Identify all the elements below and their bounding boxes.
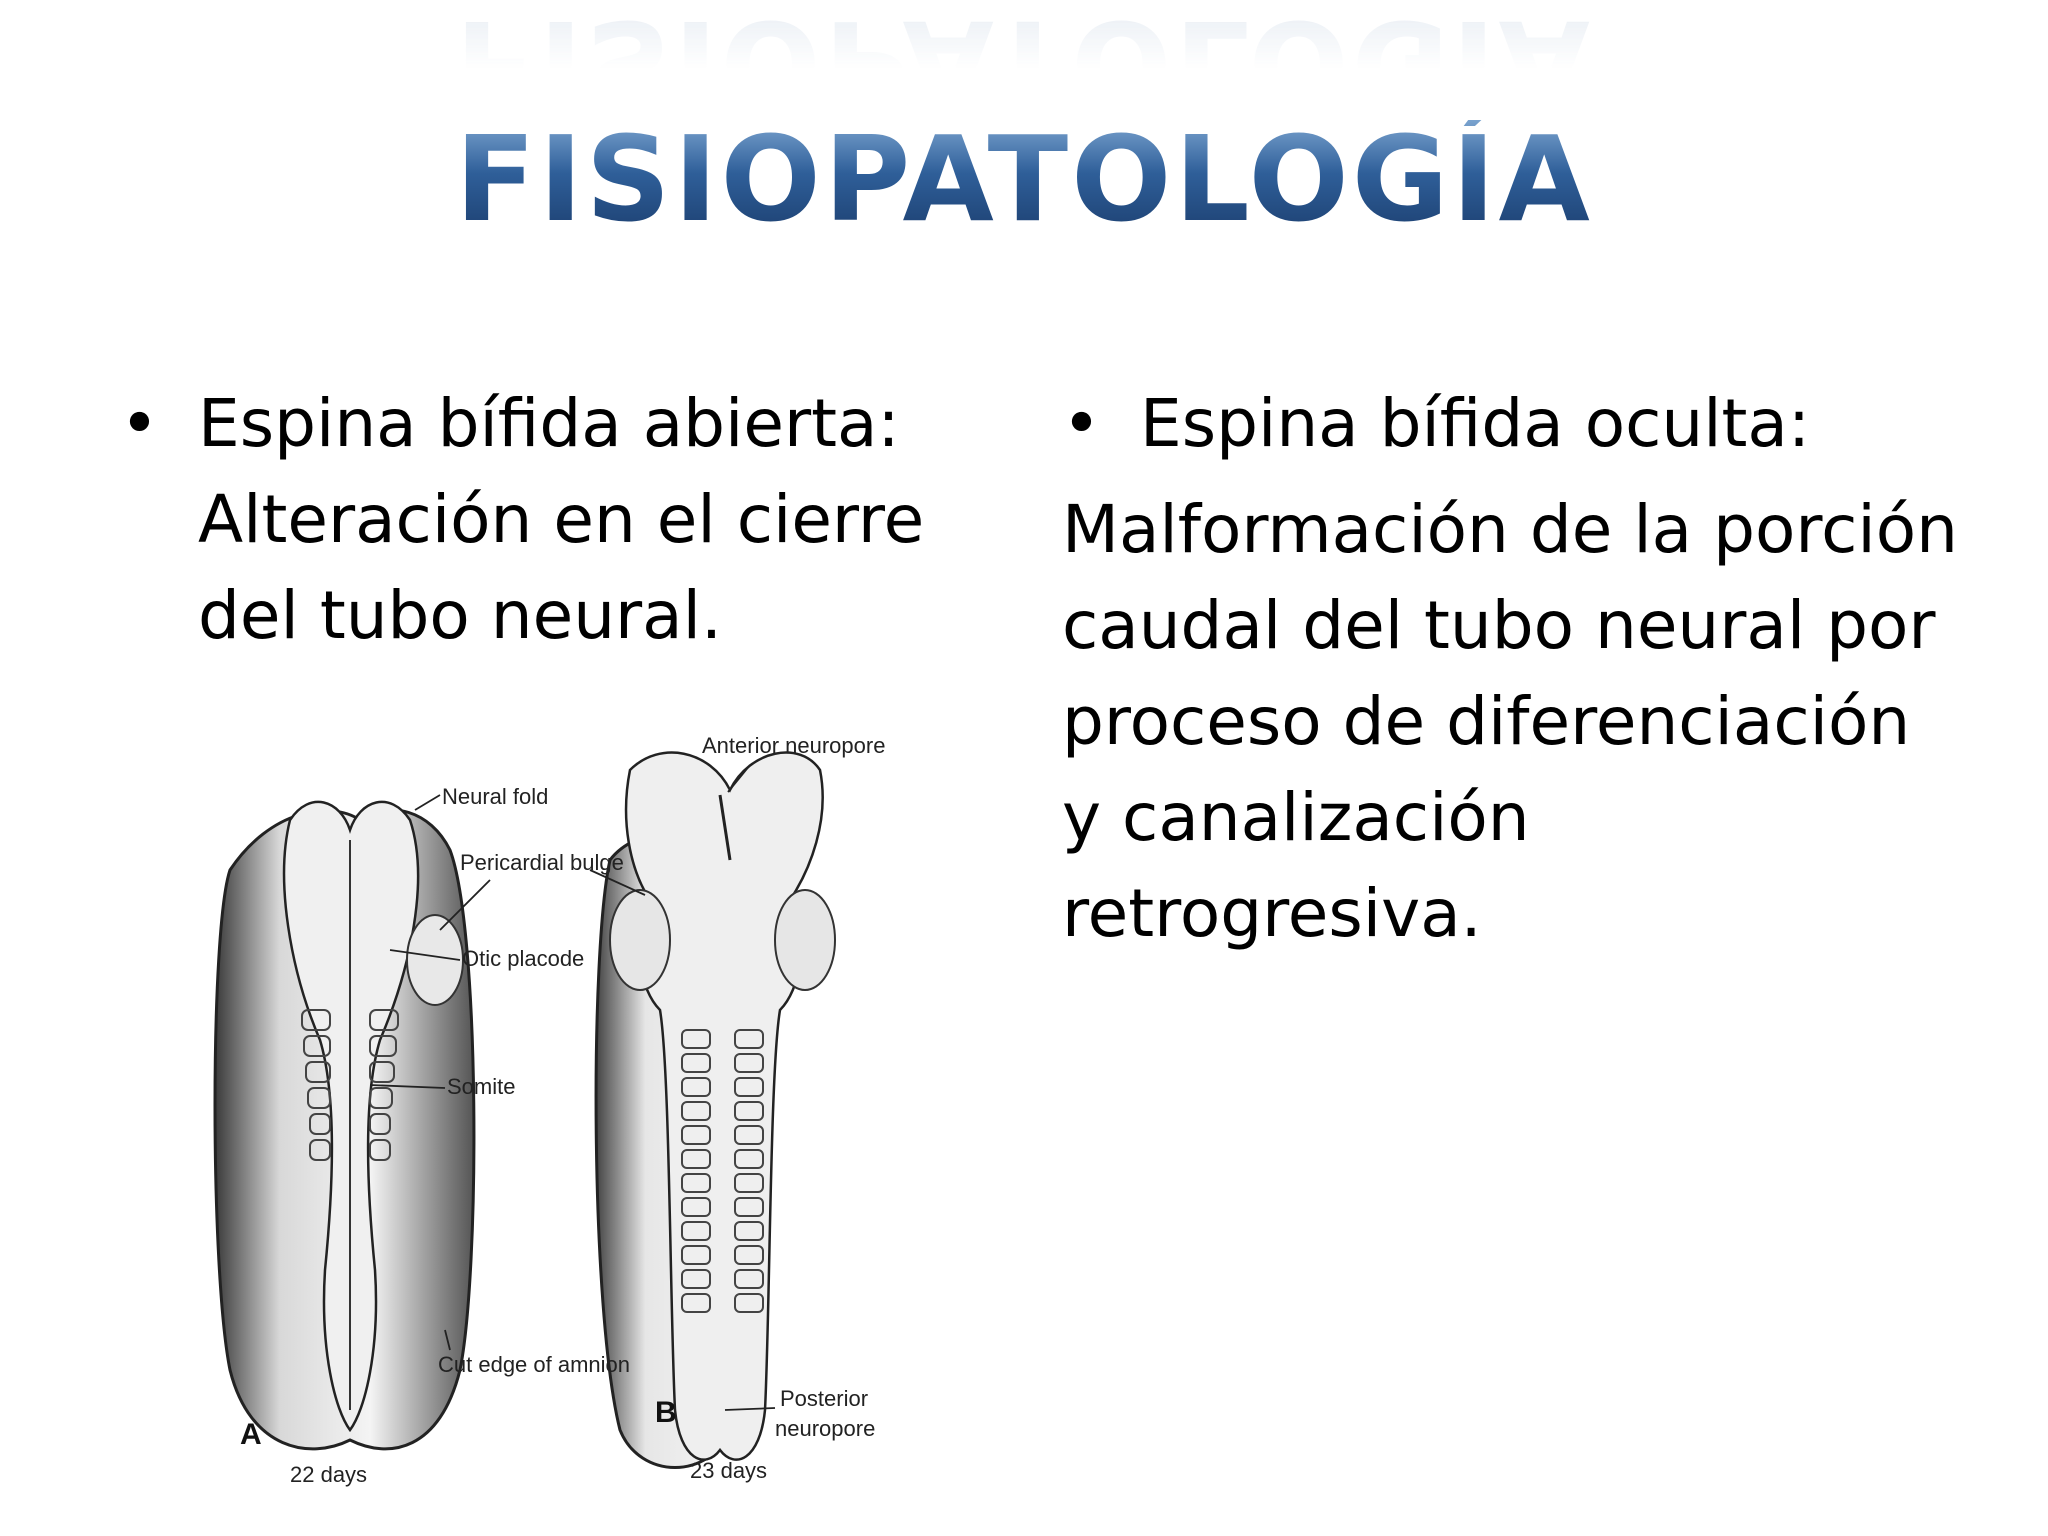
label-posterior-neuropore-2: neuropore: [775, 1416, 875, 1441]
left-bullet-item: • Espina bífida abierta: Alteración en e…: [120, 376, 980, 664]
title-area: FISIOPATOLOGÍA: [0, 120, 2048, 238]
label-pericardial-bulge: Pericardial bulge: [460, 850, 624, 875]
right-column: • Espina bífida oculta: Malformación de …: [1062, 376, 1962, 962]
left-bullet-text: Espina bífida abierta: Alteración en el …: [198, 385, 925, 654]
bullet-icon: •: [1062, 385, 1101, 462]
label-cut-edge: Cut edge of amnion: [438, 1352, 630, 1377]
embryo-illustration: Anterior neuropore Neural fold Pericardi…: [190, 710, 930, 1500]
label-anterior-neuropore: Anterior neuropore: [702, 733, 885, 758]
label-panel-b: B: [655, 1396, 677, 1429]
right-body-text: Malformación de la porción caudal del tu…: [1062, 491, 1958, 952]
embryo-drawing: Anterior neuropore Neural fold Pericardi…: [213, 733, 885, 1487]
right-bullet-item: • Espina bífida oculta:: [1062, 376, 1962, 472]
bullet-icon: •: [120, 385, 159, 462]
left-column: • Espina bífida abierta: Alteración en e…: [120, 376, 980, 664]
slide-title: FISIOPATOLOGÍA: [455, 110, 1593, 248]
title-reflection-text: FISIOPATOLOGÍA: [455, 0, 1593, 132]
label-days-b: 23 days: [690, 1458, 767, 1483]
title-reflection: FISIOPATOLOGÍA: [0, 0, 2048, 132]
label-days-a: 22 days: [290, 1462, 367, 1487]
label-somite: Somite: [447, 1074, 515, 1099]
embryo-b: [594, 751, 836, 1469]
label-panel-a: A: [240, 1418, 262, 1451]
label-otic-placode: Otic placode: [462, 946, 584, 971]
right-bullet-heading: Espina bífida oculta:: [1140, 385, 1811, 462]
label-posterior-neuropore-1: Posterior: [780, 1386, 868, 1411]
leader-lines: [369, 764, 776, 1411]
label-neural-fold: Neural fold: [442, 784, 548, 809]
embryo-a: [213, 800, 476, 1451]
